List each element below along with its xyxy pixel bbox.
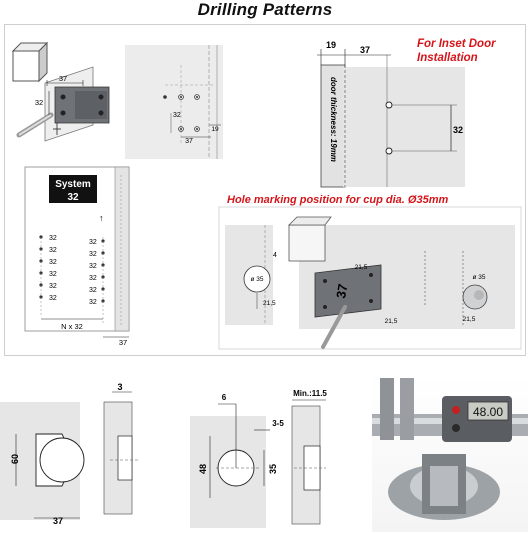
right-column-spacing-label: 32 [89,287,97,294]
dim-37-label: 37 [360,45,370,55]
left-column-spacing-label: 32 [49,283,57,290]
dim-215-label-c: 21,5 [385,318,398,325]
dim-32-label: 32 [173,112,181,119]
page-title: Drilling Patterns [197,0,333,19]
left-column-spacing-label: 32 [49,235,57,242]
min-distance-drawing: Min.:11.5 [291,389,327,525]
inset-note-line2: Installation [417,52,478,64]
logo-text-32: 32 [67,192,79,203]
cup-marking-note: Hole marking position for cup dia. Ø35mm [227,194,449,206]
min-distance-label: Min.:11.5 [293,389,327,398]
cup-front-drawing: 60 37 [0,402,85,526]
dim-37-label: 37 [333,283,350,300]
cup-profile-drawing: 3 [103,382,140,515]
inset-door-drawing: 19 37 32 door thickness: 19mm [317,40,465,188]
drilling-drawings: 37 32 32 37 [11,40,522,350]
left-column-hole [39,271,43,275]
caliper-photo: 48.00 [372,374,528,532]
system32-hole-rows: 32 32 32 32 32 32 32 32 32 32 32 32 ↑ [39,213,105,306]
caliper-illustration: 48.00 [372,378,528,520]
cup-35-label-a: ø 35 [250,276,263,283]
right-column-spacing-label: 32 [89,275,97,282]
n-x-32-label: N x 32 [61,322,83,331]
dim-6-label: 6 [222,393,227,402]
dim-37-label: 37 [53,516,63,526]
logo-text-system: System [55,179,91,190]
right-column-hole [101,263,105,267]
dim-35-range-label: 3-5 [272,419,284,428]
cup-35-label-b: ø 35 [472,274,485,281]
main-diagram-panel: 37 32 32 37 [4,24,526,356]
plate-isometric-drawing: 37 32 [11,41,110,142]
dim-4-label: 4 [273,252,277,259]
system32-drawing: System 32 32 32 32 32 32 32 32 32 32 32 32 32 ↑ N x … [24,166,130,347]
dim-215-label-b: 21,5 [355,264,368,271]
right-column-hole [101,275,105,279]
side-panel-hole-drawing: 32 37 19 [125,45,223,159]
right-column-spacing-label: 32 [89,239,97,246]
cup-dimensions-drawing: 6 3-5 48 35 [190,393,284,528]
dim-37-label: 37 [185,138,193,145]
system32-logo: System 32 [49,175,97,203]
marker-icon: ↑ [99,213,104,223]
dim-32-label: 32 [453,125,463,135]
left-column-spacing-label: 32 [49,271,57,278]
dim-37-label: 37 [59,74,67,83]
dim-19-label: 19 [211,126,219,133]
dim-3-label: 3 [117,382,122,392]
right-column-spacing-label: 32 [89,299,97,306]
right-column-spacing-label: 32 [89,251,97,258]
dim-215-label-d: 21,5 [463,316,476,323]
inset-note-line1: For Inset Door [417,38,496,50]
dim-19-label: 19 [326,40,336,50]
right-column-spacing-label: 32 [89,263,97,270]
dim-32-label: 32 [35,98,43,107]
dim-37-label: 37 [119,338,127,347]
dim-215-label-a: 21,5 [263,300,276,307]
caliper-reading: 48.00 [473,405,503,419]
left-column-spacing-label: 32 [49,259,57,266]
inset-note: For Inset Door Installation [417,37,496,65]
dim-48-label: 48 [198,464,208,474]
cup-marking-drawing: ø 35 4 21,5 37 21,5 21,5 ø 35 21,5 [218,206,522,350]
door-thickness-label: door thickness: 19mm [329,77,338,162]
bottom-drawings: 60 37 3 6 3-5 48 35 Min.:11.5 [0,382,327,528]
left-column-spacing-label: 32 [49,295,57,302]
dim-60-label: 60 [10,454,20,464]
left-column-spacing-label: 32 [49,247,57,254]
left-column-hole [39,259,43,263]
dim-35-label: 35 [268,464,278,474]
